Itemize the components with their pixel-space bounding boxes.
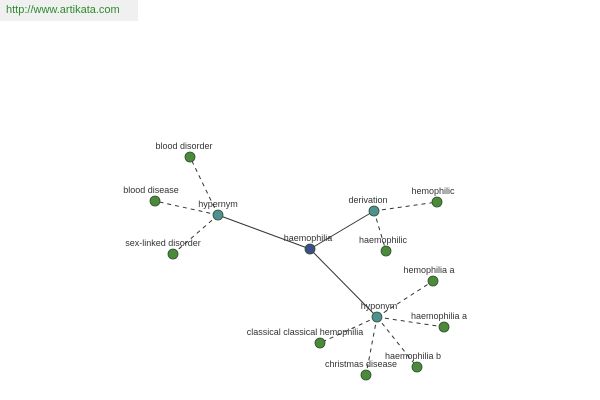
label-haemophilia-b[interactable]: haemophilia b: [385, 351, 441, 361]
edge-hyponym-hemophilia-a: [376, 280, 434, 318]
edge-hypernym-sex-linked-disorder: [172, 214, 219, 255]
label-derivation[interactable]: derivation: [348, 195, 387, 205]
node-derivation[interactable]: [368, 205, 380, 217]
label-haemophilic[interactable]: haemophilic: [359, 235, 408, 245]
node-sex-linked-disorder[interactable]: [167, 248, 179, 260]
node-hemophilic[interactable]: [431, 196, 443, 208]
edge-hyponym-christmas-disease: [365, 316, 378, 376]
nodes-layer: [149, 151, 450, 381]
label-hemophilia-a[interactable]: hemophilia a: [403, 265, 454, 275]
label-blood-disorder[interactable]: blood disorder: [155, 141, 212, 151]
label-classical-haemophilia[interactable]: classical classical hemophilia: [247, 327, 364, 337]
edge-derivation-haemophilic: [373, 210, 387, 252]
edges-layer: [154, 156, 445, 376]
node-blood-disease[interactable]: [149, 195, 161, 207]
edge-hyponym-classical-haemophilia: [319, 316, 378, 344]
node-hemophilia-a[interactable]: [427, 275, 439, 287]
node-classical-haemophilia[interactable]: [314, 337, 326, 349]
label-hemophilic[interactable]: hemophilic: [411, 186, 455, 196]
label-haemophilia[interactable]: haemophilia: [284, 233, 333, 243]
node-christmas-disease[interactable]: [360, 369, 372, 381]
node-hyponym[interactable]: [371, 311, 383, 323]
label-christmas-disease[interactable]: christmas disease: [325, 359, 397, 369]
label-blood-disease[interactable]: blood disease: [123, 185, 179, 195]
edge-hypernym-blood-disorder: [189, 156, 219, 216]
node-haemophilic[interactable]: [380, 245, 392, 257]
node-haemophilia[interactable]: [304, 243, 316, 255]
edge-hyponym-haemophilia-b: [376, 316, 418, 368]
edge-derivation-hemophilic: [373, 201, 438, 212]
label-hyponym[interactable]: hyponym: [361, 301, 398, 311]
node-blood-disorder[interactable]: [184, 151, 196, 163]
node-haemophilia-b[interactable]: [411, 361, 423, 373]
edge-haemophilia-hyponym: [309, 248, 378, 318]
edge-haemophilia-hypernym: [217, 214, 311, 250]
node-haemophilia-a[interactable]: [438, 321, 450, 333]
label-sex-linked-disorder[interactable]: sex-linked disorder: [125, 238, 201, 248]
edge-hyponym-haemophilia-a: [376, 316, 445, 328]
label-haemophilia-a[interactable]: haemophilia a: [411, 311, 467, 321]
node-hypernym[interactable]: [212, 209, 224, 221]
edge-hypernym-blood-disease: [154, 200, 219, 216]
labels-layer: haemophilia hypernym derivation hyponym bloo…: [123, 141, 467, 369]
label-hypernym[interactable]: hypernym: [198, 199, 238, 209]
edge-haemophilia-derivation: [309, 210, 375, 250]
source-url-banner[interactable]: http://www.artikata.com: [0, 0, 138, 21]
